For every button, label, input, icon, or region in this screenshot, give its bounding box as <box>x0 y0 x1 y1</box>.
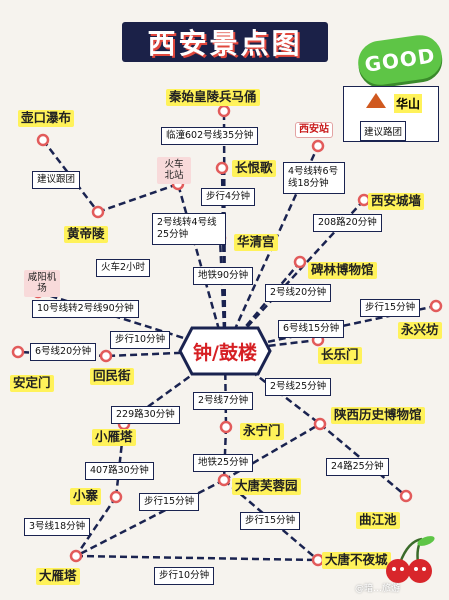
marker-hukou[interactable] <box>36 133 50 147</box>
marker-furong[interactable] <box>217 473 231 487</box>
marker-changhenge[interactable] <box>215 161 229 175</box>
route-terracotta: 临潼602号线35分钟 <box>161 127 259 145</box>
route-walk-furong: 步行15分钟 <box>139 493 200 511</box>
route-walk-buye: 步行15分钟 <box>240 512 301 530</box>
route-walk-huimin: 步行10分钟 <box>110 331 171 349</box>
route-line-changhenge <box>220 167 227 352</box>
marker-beilin[interactable] <box>293 255 307 269</box>
place-citywall[interactable]: 西安城墙 <box>368 193 425 210</box>
place-datangbuye[interactable]: 大唐不夜城 <box>322 552 391 569</box>
marker-huangdi[interactable] <box>91 205 105 219</box>
place-changle[interactable]: 长乐门 <box>318 347 362 364</box>
route-line3: 3号线18分钟 <box>24 518 91 536</box>
route-xiaoyan: 229路30分钟 <box>111 406 180 424</box>
place-qujiang[interactable]: 曲江池 <box>356 512 400 529</box>
marker-history[interactable] <box>313 417 327 431</box>
place-furong[interactable]: 大唐芙蓉园 <box>232 478 301 495</box>
route-line-huaqing <box>218 237 227 352</box>
marker-yongxing[interactable] <box>429 299 443 313</box>
route-airport: 10号线转2号线90分钟 <box>32 300 139 318</box>
route-walk-bottom: 步行10分钟 <box>154 567 215 585</box>
marker-dayan[interactable] <box>69 549 83 563</box>
route-train: 火车2小时 <box>96 259 151 277</box>
legend-route: 建议路团 <box>360 121 407 141</box>
route-line-train <box>176 183 227 352</box>
hexagon-frame <box>178 326 272 376</box>
place-hukou[interactable]: 壶口瀑布 <box>18 110 75 127</box>
route-qujiang: 24路25分钟 <box>326 458 389 476</box>
route-station: 4号线转6号线18分钟 <box>283 162 345 194</box>
place-xiaoyan[interactable]: 小雁塔 <box>92 429 136 446</box>
route-walk-yongxing: 步行15分钟 <box>360 299 421 317</box>
route-hukou: 建议跟团 <box>32 171 81 189</box>
cherry-icon <box>386 536 435 583</box>
watermark: @暗…旅游 <box>355 584 401 594</box>
route-line6-anding: 6号线20分钟 <box>30 343 97 361</box>
place-markers <box>11 104 443 567</box>
route-line-huangdi-train <box>97 182 179 214</box>
place-train-north[interactable]: 火车北站 <box>157 157 191 184</box>
place-anding[interactable]: 安定门 <box>10 375 54 392</box>
place-changhenge[interactable]: 长恨歌 <box>232 160 276 177</box>
legend-place: 华山 <box>394 94 423 113</box>
place-dayan[interactable]: 大雁塔 <box>36 568 80 585</box>
good-badge-text: GOOD <box>363 43 437 77</box>
route-yongning: 2号线7分钟 <box>193 392 254 410</box>
marker-anding[interactable] <box>11 345 25 359</box>
route-line-xiaozhai-dayan <box>74 496 118 557</box>
route-line-furong-history <box>223 422 321 482</box>
route-line2-4: 2号线转4号线25分钟 <box>152 213 226 245</box>
mountain-icon <box>366 93 386 108</box>
route-xiaozhai-bus: 407路30分钟 <box>85 462 154 480</box>
place-huangdi[interactable]: 黄帝陵 <box>64 226 108 243</box>
route-beilin: 2号线20分钟 <box>265 284 332 302</box>
marker-qujiang[interactable] <box>399 489 413 503</box>
route-metro25: 地铁25分钟 <box>193 454 254 472</box>
marker-terracotta[interactable] <box>217 104 231 118</box>
place-yongning[interactable]: 永宁门 <box>240 423 284 440</box>
place-terracotta[interactable]: 秦始皇陵兵马俑 <box>166 89 260 106</box>
place-xian-station[interactable]: 西安站 <box>295 122 333 138</box>
title-text: 西安景点图 <box>147 27 303 60</box>
route-line-huimin <box>105 349 226 358</box>
route-walk-changhenge: 步行4分钟 <box>201 188 256 206</box>
route-line-terracotta <box>222 110 227 352</box>
route-line-beilin <box>224 261 301 352</box>
route-history: 2号线25分钟 <box>265 378 332 396</box>
marker-xiaozhai[interactable] <box>109 490 123 504</box>
place-huaqing[interactable]: 华清宫 <box>234 234 278 251</box>
place-beilin[interactable]: 碑林博物馆 <box>308 262 377 279</box>
place-huimin[interactable]: 回民街 <box>90 368 134 385</box>
center-bell-drum-tower[interactable]: 钟/鼓楼 <box>178 326 272 376</box>
route-line-dayan-datangbuye <box>75 554 319 562</box>
route-line6-changle: 6号线15分钟 <box>278 320 345 338</box>
marker-huimin[interactable] <box>99 349 113 363</box>
route-citywall: 208路20分钟 <box>313 214 382 232</box>
place-yongxing[interactable]: 永兴坊 <box>398 322 442 339</box>
place-xiaozhai[interactable]: 小寨 <box>70 488 102 505</box>
marker-station[interactable] <box>311 139 325 153</box>
marker-yongning[interactable] <box>219 420 233 434</box>
place-history[interactable]: 陕西历史博物馆 <box>331 407 425 424</box>
map-title: 西安景点图 <box>122 22 328 62</box>
center-label: 钟/鼓楼 <box>193 341 257 364</box>
route-metro90: 地铁90分钟 <box>193 267 254 285</box>
route-line-furong-dayan <box>75 478 225 558</box>
place-airport[interactable]: 咸阳机场 <box>24 270 60 297</box>
legend: 华山 建议路团 <box>343 86 439 142</box>
